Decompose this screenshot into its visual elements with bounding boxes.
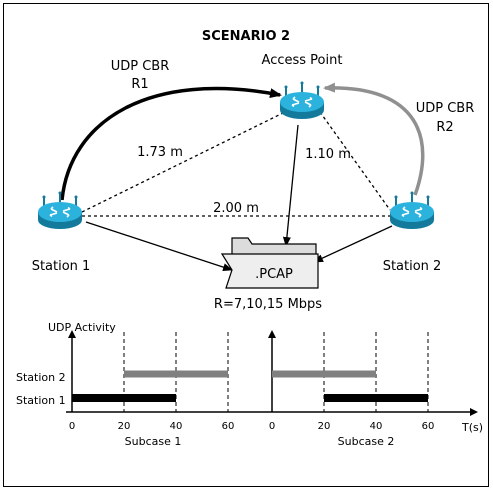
station1-label: Station 1: [32, 259, 91, 274]
flow2-label: UDP CBR: [416, 101, 475, 116]
s2-capture-arrow: [313, 225, 393, 263]
timeline-row-station2: Station 2: [16, 371, 66, 384]
s1-capture-arrow: [85, 221, 233, 271]
timeline-plot: 0 20 40 60 0 20 40 60: [66, 330, 478, 432]
subcase1-tick-40: 40: [170, 421, 183, 432]
flow1-arrow: [60, 86, 282, 201]
subcase2-y-axis-arrowhead: [268, 330, 276, 338]
subcase1-tick-60: 60: [222, 421, 235, 432]
pcap-label: .PCAP: [255, 267, 293, 282]
timeline-x-axis-arrowhead: [470, 408, 478, 416]
station2-router-icon: [389, 190, 435, 230]
flow1-rate: R1: [131, 77, 148, 92]
subcase2-tick-0: 0: [269, 421, 275, 432]
subcase1-label: Subcase 1: [125, 435, 182, 448]
station1-router-icon: [37, 190, 83, 230]
subcase2-tick-20: 20: [318, 421, 331, 432]
s2-ap-link: [319, 111, 391, 211]
distance-s2-ap: 1.10 m: [305, 147, 351, 162]
subcase2-label: Subcase 2: [338, 435, 395, 448]
subcase2-tick-60: 60: [422, 421, 435, 432]
access-point-label: Access Point: [262, 53, 343, 68]
timeline-x-label: T(s): [461, 421, 483, 434]
pcap-folder-icon: [220, 237, 319, 289]
flow2-arrow: [323, 82, 425, 196]
timeline-row-station1: Station 1: [16, 394, 66, 407]
distance-s1-ap: 1.73 m: [137, 145, 183, 160]
distance-s1-s2: 2.00 m: [213, 201, 259, 216]
flow2-rate: R2: [436, 120, 453, 135]
ap-capture-arrow: [282, 124, 299, 247]
timeline-y-label: UDP Activity: [48, 321, 116, 334]
s1-ap-link: [81, 111, 286, 213]
subcase1-tick-20: 20: [118, 421, 131, 432]
diagram-title: SCENARIO 2: [202, 29, 290, 44]
rate-note: R=7,10,15 Mbps: [214, 297, 322, 312]
activity-timeline: UDP Activity Station 2 Station 1 T(s) Su…: [16, 321, 483, 448]
access-point-router-icon: [279, 80, 325, 120]
subcase1-tick-0: 0: [69, 421, 75, 432]
flow1-label: UDP CBR: [111, 59, 170, 74]
station2-label: Station 2: [383, 259, 442, 274]
subcase2-tick-40: 40: [370, 421, 383, 432]
subcase1-y-axis-arrowhead: [68, 330, 76, 338]
